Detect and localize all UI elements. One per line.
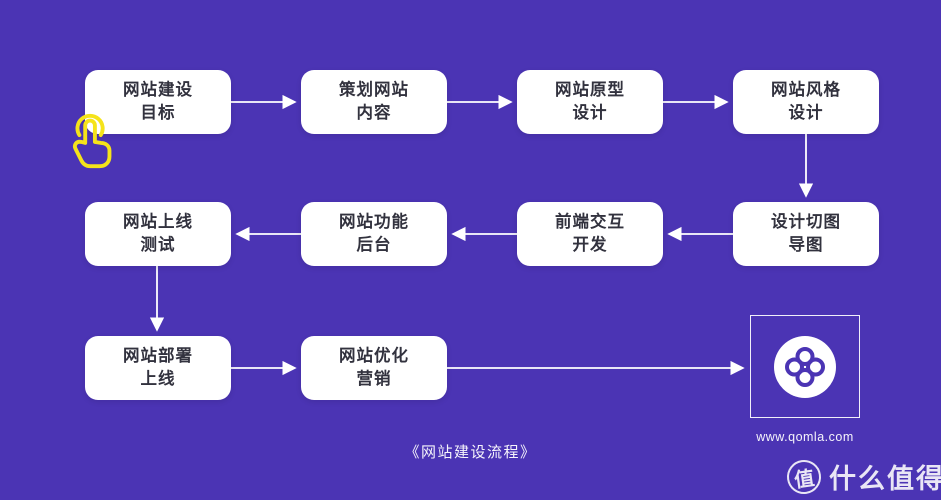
tap-hand-icon	[72, 113, 112, 169]
flow-node-marketing: 网站优化 营销	[301, 336, 447, 400]
qomla-logo-icon	[785, 346, 825, 387]
flow-node-goal: 网站建设 目标	[85, 70, 231, 134]
flow-node-plan: 策划网站 内容	[301, 70, 447, 134]
smzdm-watermark: 值 什么值得买	[784, 457, 941, 496]
tap-hand	[72, 118, 112, 169]
watermark-label: 什么值得买	[829, 464, 941, 494]
flow-node-prototype: 网站原型 设计	[517, 70, 663, 134]
flow-node-test: 网站上线 测试	[85, 202, 231, 266]
flow-node-backend: 网站功能 后台	[301, 202, 447, 266]
flow-node-slice: 设计切图 导图	[733, 202, 879, 266]
diagram-title: 《网站建设流程》	[404, 444, 537, 461]
tap-circle	[75, 113, 105, 138]
website-url: www.qomla.com	[756, 430, 854, 444]
flow-node-frontend: 前端交互 开发	[517, 202, 663, 266]
logo-box	[750, 315, 860, 418]
logo-circle	[774, 335, 836, 398]
zdm-badge-icon: 值	[784, 457, 824, 496]
flow-node-deploy: 网站部署 上线	[85, 336, 231, 400]
flow-node-style: 网站风格 设计	[733, 70, 879, 134]
